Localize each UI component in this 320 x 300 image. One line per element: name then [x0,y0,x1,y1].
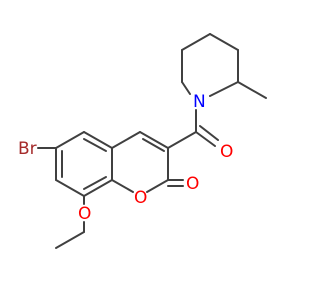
bond [181,33,211,51]
bond [83,131,113,149]
bond [237,81,267,99]
bond [209,33,239,51]
bromine-atom-label: Br [18,139,37,159]
ring-oxygen-label: O [134,188,147,208]
benzene-ring [55,131,113,197]
bond [55,131,85,149]
bond [146,179,169,193]
bond [55,231,85,249]
lactone-carbonyl-oxygen-label: O [186,174,199,194]
double-bond-inner [142,138,165,152]
double-bond-inner [83,138,107,152]
piperidine-nitrogen-label: N [193,92,206,112]
bond [83,179,113,197]
bond [111,179,134,193]
bond [111,131,141,149]
amide-carbonyl-oxygen-label: O [220,142,233,162]
bond [209,81,239,97]
bond [167,131,197,149]
methoxy-oxygen-label: O [78,204,91,224]
piperidine-ring [181,33,267,99]
double-bond [195,131,216,147]
bond [181,81,191,95]
pyranone-ring [111,131,184,193]
double-bond-inner [83,176,107,190]
double-bond [199,125,219,141]
bond [139,131,169,149]
amide-group [167,109,219,149]
molecule-structure-diagram: Br O O O O N [18,33,267,249]
bond [55,179,85,197]
